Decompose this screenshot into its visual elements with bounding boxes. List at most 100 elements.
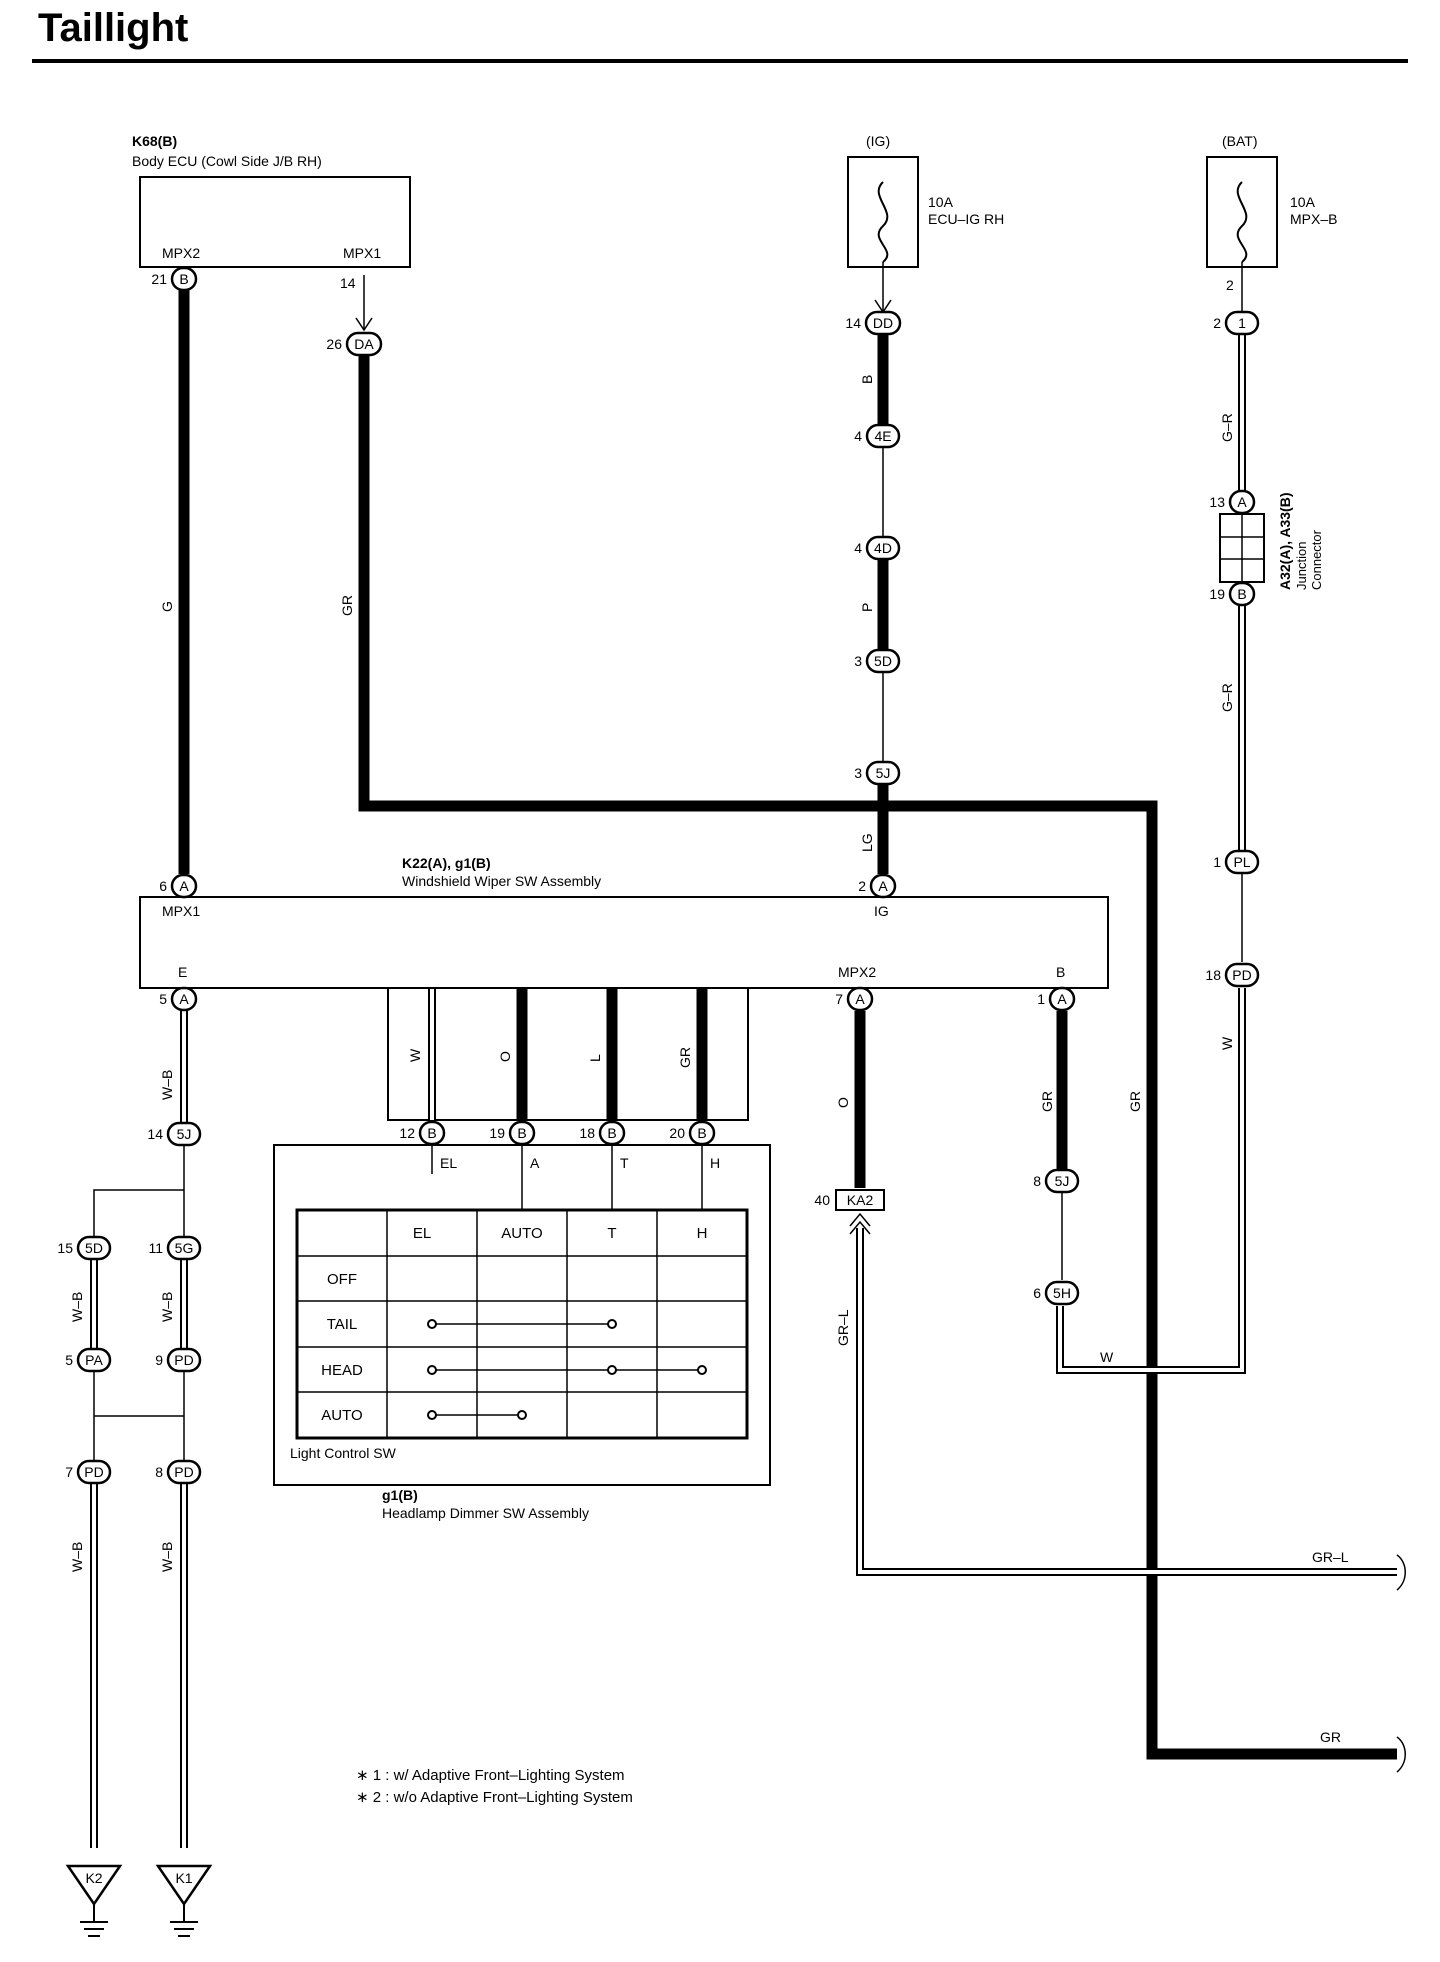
dimmer-sw-code: g1(B) — [382, 1487, 418, 1503]
connector-code: PL — [1233, 854, 1250, 870]
ground-k2-label: K2 — [85, 1870, 102, 1886]
ground-k2 — [65, 1864, 123, 1937]
connector-body — [76, 1459, 112, 1485]
fuse-ig-name: ECU–IG RH — [928, 211, 1004, 227]
connector-body — [345, 331, 383, 357]
connector-c-12b: B12 — [399, 1120, 446, 1146]
connector-c-2a: A2 — [858, 873, 897, 899]
table-row-tail: TAIL — [327, 1316, 358, 1333]
wiper-pin-ig: IG — [874, 903, 889, 919]
connector-pin: 1 — [1037, 991, 1045, 1007]
wire-label-gr-b: GR — [1039, 1091, 1055, 1112]
connector-c-6-5h: 5H6 — [1033, 1280, 1080, 1306]
connector-body — [1224, 849, 1260, 875]
connector-c-19b: B19 — [1209, 581, 1256, 607]
connector-pin: 21 — [151, 271, 167, 287]
connector-ka2 — [835, 1189, 885, 1211]
connector-body — [418, 1120, 446, 1146]
connector-c-6a: A6 — [159, 873, 198, 899]
connector-code: 5D — [85, 1240, 103, 1256]
dimmer-term-h: H — [710, 1155, 720, 1171]
light-control-label: Light Control SW — [290, 1445, 397, 1461]
connector-code: KA2 — [847, 1192, 874, 1208]
wiper-pin-e: E — [178, 964, 187, 980]
wire-label-w-right: W — [1219, 1036, 1235, 1050]
connector-body — [1044, 1280, 1080, 1306]
connector-body — [508, 1120, 536, 1146]
wire-grl-o — [856, 1228, 1397, 1576]
connector-pin: 4 — [854, 540, 862, 556]
connector-c-7pd: PD7 — [65, 1459, 112, 1485]
connector-c-19bsw: B19 — [489, 1120, 536, 1146]
connector-code: PA — [85, 1352, 103, 1368]
continuity-tail — [427, 1319, 617, 1329]
connector-c-8-5j: 5J8 — [1033, 1168, 1080, 1194]
connector-code: DD — [873, 315, 893, 331]
connector-pin: 2 — [1213, 315, 1221, 331]
connector-c-20b: B20 — [669, 1120, 716, 1146]
connector-code: A — [179, 991, 189, 1007]
connector-pin: 12 — [399, 1125, 415, 1141]
connector-pin: 15 — [57, 1240, 73, 1256]
connector-c-13a: A13 — [1209, 489, 1256, 515]
connector-code: B — [517, 1125, 526, 1141]
wire-label-wb-top: W–B — [159, 1070, 175, 1100]
connector-c-3-5j: 5J3 — [854, 760, 901, 786]
connector-c-18b: B18 — [579, 1120, 626, 1146]
wire-label-wb-l2: W–B — [159, 1292, 175, 1322]
connector-pin: 7 — [65, 1464, 73, 1480]
connector-pin: 19 — [1209, 586, 1225, 602]
connector-body — [76, 1235, 112, 1261]
connector-body — [76, 1347, 112, 1373]
wire-w-right-i — [1058, 988, 1244, 1372]
wire-label-sw-gr: GR — [677, 1047, 693, 1068]
wire-label-sw-l: L — [587, 1054, 603, 1062]
connector-c-5pa: PA5 — [65, 1347, 112, 1373]
connector-body — [170, 873, 198, 899]
body-ecu-box — [139, 176, 411, 268]
connector-pin: 11 — [148, 1240, 163, 1256]
connector-c-21b: B21 — [151, 266, 198, 292]
ground-k1-label: K1 — [175, 1870, 192, 1886]
connector-body — [1044, 1168, 1080, 1194]
wire-label-grl-out: GR–L — [1312, 1549, 1349, 1565]
wire-gr-out-end — [1396, 1736, 1406, 1773]
connector-code: 5J — [177, 1126, 192, 1142]
wire-label-gr-r-mid: G–R — [1219, 683, 1235, 712]
connector-code: 5G — [175, 1240, 194, 1256]
connector-code: 1 — [1238, 315, 1246, 331]
wire-label-gr-out: GR — [1320, 1729, 1341, 1745]
dimmer-sw-name: Headlamp Dimmer SW Assembly — [382, 1505, 589, 1521]
connector-body — [166, 1459, 202, 1485]
table-col-h: H — [697, 1225, 708, 1242]
connector-body — [166, 1235, 202, 1261]
connector-body — [1224, 310, 1260, 336]
table-row-head: HEAD — [321, 1362, 363, 1379]
connector-code: 4E — [874, 428, 891, 444]
fuse-ig-rating: 10A — [928, 194, 954, 210]
connector-code: PD — [1232, 967, 1251, 983]
junction-code: A32(A), A33(B) — [1277, 493, 1293, 591]
connector-code: DA — [354, 336, 374, 352]
connector-code: 5H — [1053, 1285, 1071, 1301]
wire-label-lg: LG — [859, 833, 875, 852]
wire-label-g: G — [159, 601, 175, 612]
connector-body — [865, 535, 901, 561]
wire-label-sw-w: W — [407, 1048, 423, 1062]
connector-code: A — [878, 878, 888, 894]
connector-pin: 14 — [147, 1126, 163, 1142]
connector-code: A — [1057, 991, 1067, 1007]
arrow-head — [355, 317, 373, 332]
fuse-bat-source: (BAT) — [1222, 133, 1258, 149]
body-ecu-code: K68(B) — [132, 133, 177, 149]
connector-code: A — [1237, 494, 1247, 510]
connector-pin: 3 — [854, 765, 862, 781]
connector-body — [865, 423, 901, 449]
wiper-pin-mpx2: MPX2 — [838, 964, 876, 980]
switch-table — [295, 1208, 749, 1440]
body-ecu-pin-mpx1: MPX1 — [343, 245, 381, 261]
